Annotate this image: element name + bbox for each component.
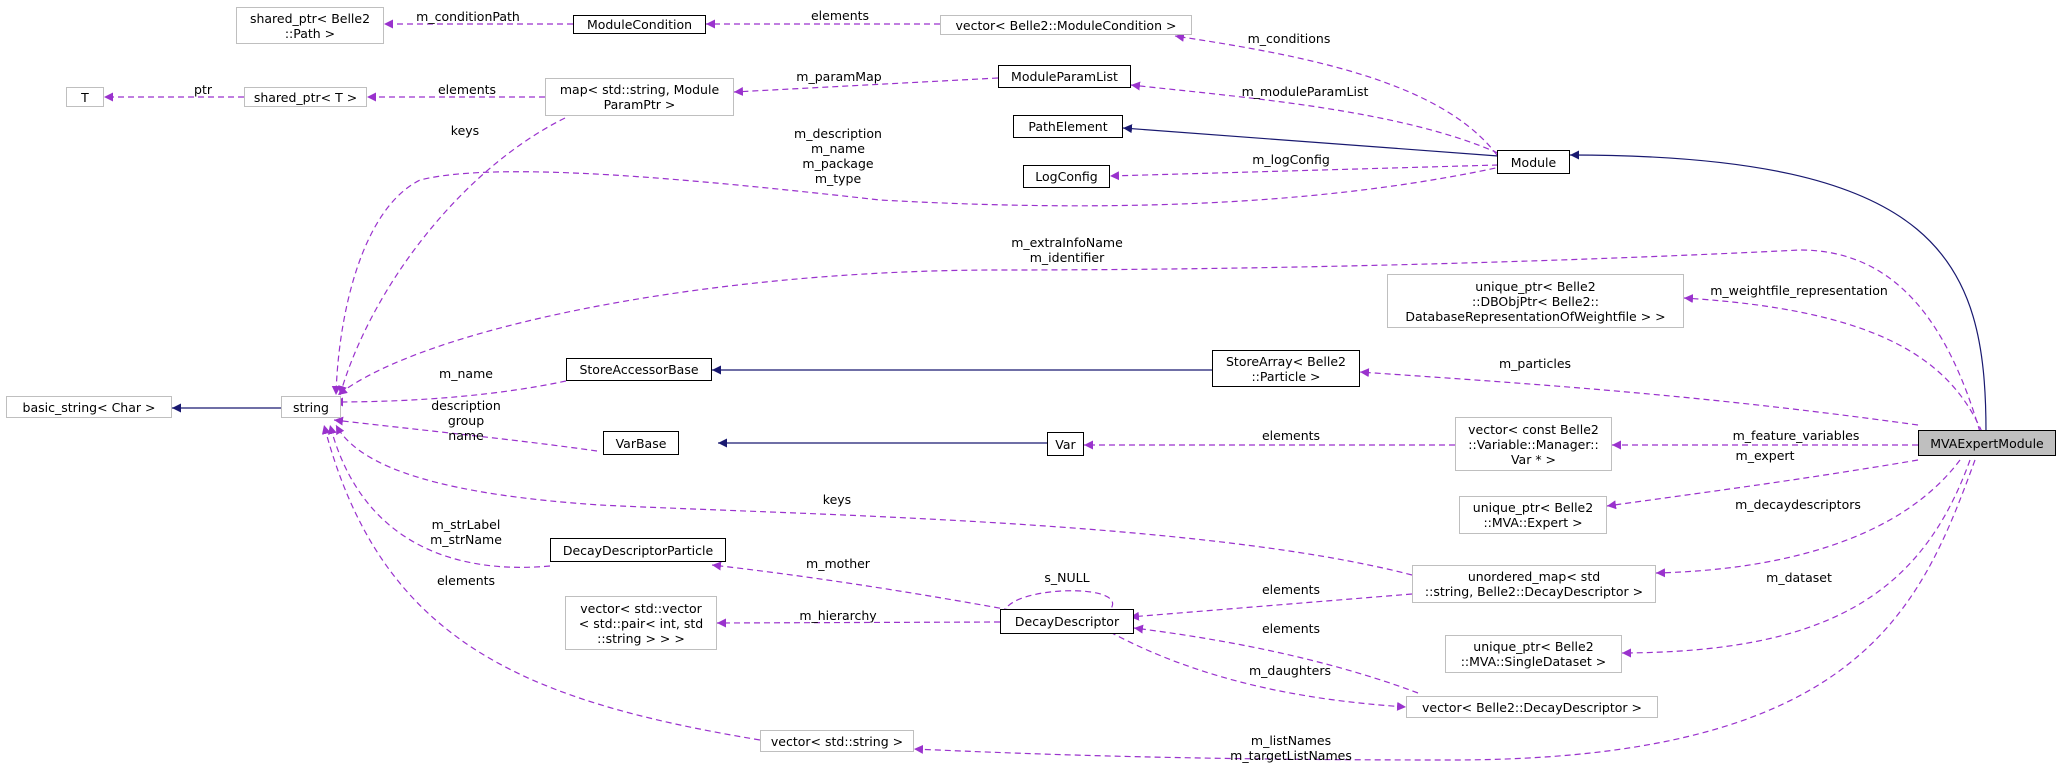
edge-keys-unordered bbox=[335, 424, 1413, 576]
edge-m-log-config bbox=[1109, 164, 1499, 181]
label-m-feature-variables: m_feature_variables bbox=[1732, 428, 1860, 443]
edge-m-param-map bbox=[733, 77, 999, 97]
label-elements-var: elements bbox=[1261, 428, 1321, 443]
label-description-group-name: description group name bbox=[431, 398, 501, 443]
node-module-param-list[interactable]: ModuleParamList bbox=[998, 65, 1131, 88]
edge-description-group-name bbox=[333, 416, 598, 452]
edge-m-weightfile-representation bbox=[1683, 294, 1983, 433]
edge-m-mother bbox=[711, 561, 1011, 611]
node-t[interactable]: T bbox=[66, 87, 104, 107]
label-m-module-param-list: m_moduleParamList bbox=[1241, 84, 1369, 99]
label-m-decaydescriptors: m_decaydescriptors bbox=[1735, 497, 1861, 512]
node-unique-ptr-dataset[interactable]: unique_ptr< Belle2 ::MVA::SingleDataset … bbox=[1445, 635, 1622, 673]
label-m-daughters: m_daughters bbox=[1248, 663, 1332, 678]
node-shared-ptr-t[interactable]: shared_ptr< T > bbox=[244, 87, 367, 107]
label-m-particles: m_particles bbox=[1498, 356, 1572, 371]
edge-m-particles bbox=[1359, 368, 1919, 426]
label-m-conditions: m_conditions bbox=[1247, 31, 1331, 46]
node-decay-descriptor-particle[interactable]: DecayDescriptorParticle bbox=[550, 538, 726, 562]
label-m-param-map: m_paramMap bbox=[796, 69, 882, 84]
edge-elements-vector-dd bbox=[1133, 624, 1419, 694]
label-m-expert: m_expert bbox=[1735, 448, 1795, 463]
node-module-condition[interactable]: ModuleCondition bbox=[573, 15, 706, 34]
label-m-str-label: m_strLabel m_strName bbox=[430, 517, 502, 547]
node-decay-descriptor[interactable]: DecayDescriptor bbox=[1000, 609, 1134, 634]
label-m-extra-info-name: m_extraInfoName m_identifier bbox=[1011, 235, 1123, 265]
label-elements-unordered: elements bbox=[1261, 582, 1321, 597]
node-unique-ptr-weightfile[interactable]: unique_ptr< Belle2 ::DBObjPtr< Belle2:: … bbox=[1387, 274, 1684, 328]
label-m-mother: m_mother bbox=[806, 556, 870, 571]
node-vector-string[interactable]: vector< std::string > bbox=[760, 730, 914, 752]
node-path-element[interactable]: PathElement bbox=[1013, 115, 1123, 138]
label-m-weightfile-representation: m_weightfile_representation bbox=[1710, 283, 1888, 298]
edge-m-module-param-list bbox=[1130, 81, 1499, 154]
node-log-config[interactable]: LogConfig bbox=[1023, 165, 1110, 188]
edge-m-conditions bbox=[1174, 32, 1498, 156]
label-m-description: m_description m_name m_package m_type bbox=[794, 126, 882, 186]
edge-s-null bbox=[1007, 590, 1114, 620]
edge-m-str-label bbox=[327, 424, 551, 568]
edge-elements-unordered bbox=[1129, 593, 1413, 621]
label-keys-unordered: keys bbox=[822, 492, 852, 507]
label-m-dataset: m_dataset bbox=[1766, 570, 1832, 585]
node-unordered-map[interactable]: unordered_map< std ::string, Belle2::Dec… bbox=[1412, 565, 1656, 603]
edge-m-daughters bbox=[1109, 631, 1407, 711]
label-elements-conditions: elements bbox=[810, 8, 870, 23]
label-keys-map: keys bbox=[450, 123, 480, 138]
label-m-name: m_name bbox=[439, 366, 493, 381]
label-s-null: s_NULL bbox=[1044, 570, 1090, 585]
node-shared-ptr-path[interactable]: shared_ptr< Belle2 ::Path > bbox=[236, 7, 384, 44]
edge-module-path-element bbox=[1122, 124, 1499, 157]
node-vector-var[interactable]: vector< const Belle2 ::Variable::Manager… bbox=[1455, 417, 1612, 471]
node-vector-module-condition[interactable]: vector< Belle2::ModuleCondition > bbox=[940, 15, 1192, 35]
node-store-array[interactable]: StoreArray< Belle2 ::Particle > bbox=[1212, 350, 1360, 387]
label-m-log-config: m_logConfig bbox=[1252, 152, 1330, 167]
label-elements-string: elements bbox=[436, 573, 496, 588]
node-string[interactable]: string bbox=[281, 396, 341, 418]
edge-m-decaydescriptors bbox=[1655, 459, 1961, 578]
edge-mva-module bbox=[1569, 150, 1987, 433]
label-m-condition-path: m_conditionPath bbox=[416, 9, 520, 24]
node-var-base[interactable]: VarBase bbox=[603, 431, 679, 455]
edge-m-hierarchy bbox=[716, 618, 1001, 628]
node-var[interactable]: Var bbox=[1047, 432, 1084, 456]
node-unique-ptr-expert[interactable]: unique_ptr< Belle2 ::MVA::Expert > bbox=[1459, 496, 1607, 534]
node-vector-decay-descriptor[interactable]: vector< Belle2::DecayDescriptor > bbox=[1406, 696, 1658, 718]
label-ptr: ptr bbox=[194, 82, 212, 97]
node-store-accessor-base[interactable]: StoreAccessorBase bbox=[566, 358, 712, 381]
node-module[interactable]: Module bbox=[1497, 150, 1570, 174]
edge-m-dataset bbox=[1621, 459, 1971, 658]
edge-m-extra-info-name bbox=[337, 249, 1981, 433]
node-basic-string[interactable]: basic_string< Char > bbox=[6, 396, 172, 418]
edge-m-description bbox=[331, 165, 1506, 396]
node-map-param[interactable]: map< std::string, Module ParamPtr > bbox=[545, 78, 734, 116]
label-elements-vector-dd: elements bbox=[1261, 621, 1321, 636]
node-vector-vector-pair[interactable]: vector< std::vector < std::pair< int, st… bbox=[565, 596, 717, 650]
edge-elements-string bbox=[321, 424, 761, 741]
label-m-list-names: m_listNames m_targetListNames bbox=[1230, 733, 1352, 763]
edge-keys-map bbox=[338, 117, 566, 396]
label-elements-shared: elements bbox=[437, 82, 497, 97]
node-mva-expert-module[interactable]: MVAExpertModule bbox=[1918, 430, 2056, 456]
edge-m-expert bbox=[1606, 459, 1919, 510]
edge-m-list-names bbox=[913, 459, 1976, 761]
label-m-hierarchy: m_hierarchy bbox=[799, 608, 877, 623]
edge-m-name bbox=[333, 380, 567, 407]
